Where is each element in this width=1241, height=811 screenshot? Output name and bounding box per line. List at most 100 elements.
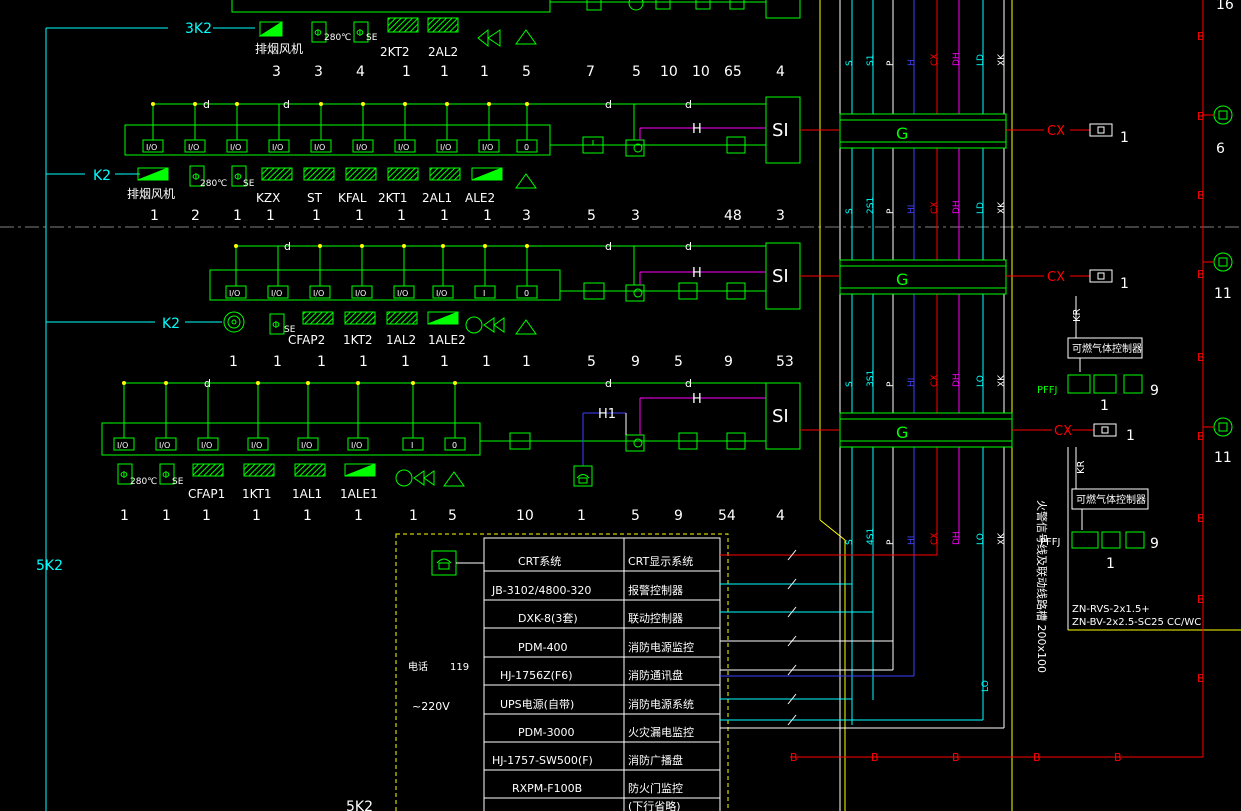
svg-text:DH: DH xyxy=(952,200,962,214)
svg-text:1: 1 xyxy=(1126,428,1135,444)
svg-text:S: S xyxy=(845,208,855,214)
svg-text:1: 1 xyxy=(522,354,531,370)
row3-dev-labels: CFAP2 1KT2 1AL2 1ALE2 xyxy=(288,333,466,347)
gas-ctrl-2: 可燃气体控制器 xyxy=(1076,493,1146,506)
svg-text:11: 11 xyxy=(1214,450,1232,466)
svg-text:消防电源监控: 消防电源监控 xyxy=(628,640,694,654)
svg-text:CRT系统: CRT系统 xyxy=(518,555,561,568)
svg-text:1: 1 xyxy=(1120,130,1129,146)
row4-temp: 280℃ xyxy=(130,477,157,487)
row1-temp: 280℃ xyxy=(324,33,351,43)
kr-2: KR xyxy=(1076,460,1087,474)
svg-text:I/O: I/O xyxy=(355,289,366,298)
svg-text:LD: LD xyxy=(976,202,986,214)
svg-text:Φ: Φ xyxy=(192,172,200,183)
svg-text:3: 3 xyxy=(776,208,785,224)
row2-dev-labels: KZX ST KFAL 2KT1 2AL1 ALE2 xyxy=(256,191,495,205)
svg-text:ST: ST xyxy=(307,191,323,205)
svg-text:1: 1 xyxy=(303,508,312,524)
row3-h: H xyxy=(692,266,702,281)
svg-text:P: P xyxy=(886,208,896,214)
svg-text:53: 53 xyxy=(776,354,794,370)
svg-text:B: B xyxy=(1197,189,1205,202)
svg-text:(下行省略): (下行省略) xyxy=(628,799,681,811)
svg-text:P: P xyxy=(886,60,896,66)
svg-text:I/O: I/O xyxy=(201,441,212,450)
svg-text:1: 1 xyxy=(317,354,326,370)
svg-text:I/O: I/O xyxy=(436,289,447,298)
row4-loop xyxy=(101,382,801,456)
svg-text:CFAP2: CFAP2 xyxy=(288,333,325,347)
svg-text:消防电源系统: 消防电源系统 xyxy=(628,697,694,711)
svg-text:I/O: I/O xyxy=(159,441,170,450)
svg-text:CFAP1: CFAP1 xyxy=(188,487,225,501)
panel-table-frame xyxy=(483,537,721,811)
svg-text:B: B xyxy=(1197,30,1205,43)
svg-text:6: 6 xyxy=(1216,141,1225,157)
svg-text:B: B xyxy=(1197,430,1205,443)
svg-text:d: d xyxy=(685,98,692,111)
svg-text:5: 5 xyxy=(674,354,683,370)
svg-text:2KT1: 2KT1 xyxy=(378,191,408,205)
svg-text:I/O: I/O xyxy=(482,143,493,152)
svg-text:I/O: I/O xyxy=(313,289,324,298)
svg-text:HJ-1757-SW500(F): HJ-1757-SW500(F) xyxy=(492,754,593,767)
row3-se: SE xyxy=(284,325,296,335)
row4-counts: 1 1 1 1 1 1 1 5 10 1 5 9 54 4 xyxy=(120,508,785,524)
svg-text:KFAL: KFAL xyxy=(338,191,367,205)
svg-text:4S1: 4S1 xyxy=(866,528,876,545)
svg-text:JB-3102/4800-320: JB-3102/4800-320 xyxy=(491,584,591,597)
label-5k2-bottom: 5K2 xyxy=(346,799,373,811)
svg-text:B: B xyxy=(1197,593,1205,606)
svg-text:1: 1 xyxy=(252,508,261,524)
svg-text:LD: LD xyxy=(976,54,986,66)
gas-controller-2 xyxy=(1067,447,1241,631)
gas-count-2: 9 xyxy=(1150,536,1159,552)
svg-text:DH: DH xyxy=(952,531,962,545)
svg-text:4: 4 xyxy=(776,508,785,524)
svg-text:10: 10 xyxy=(692,64,710,80)
svg-text:I/O: I/O xyxy=(229,289,240,298)
svg-text:1: 1 xyxy=(312,208,321,224)
g-label-1: G xyxy=(896,124,908,143)
svg-text:d: d xyxy=(605,377,612,390)
row3-sl: SI xyxy=(772,266,789,287)
svg-text:1: 1 xyxy=(482,354,491,370)
svg-text:I/O: I/O xyxy=(351,441,362,450)
svg-text:1: 1 xyxy=(150,208,159,224)
svg-text:1: 1 xyxy=(120,508,129,524)
g-boxes xyxy=(839,113,1013,448)
cx-devices xyxy=(1089,123,1117,437)
svg-text:P: P xyxy=(886,539,896,545)
svg-text:d: d xyxy=(605,98,612,111)
svg-text:KZX: KZX xyxy=(256,191,280,205)
svg-text:I/O: I/O xyxy=(271,289,282,298)
svg-text:HI: HI xyxy=(907,378,917,387)
label-k2-row3: K2 xyxy=(162,316,180,332)
svg-text:CX: CX xyxy=(930,375,940,387)
row4-devices: Φ Φ xyxy=(117,463,593,487)
bus-wires xyxy=(851,0,1005,725)
svg-text:1: 1 xyxy=(355,208,364,224)
svg-text:XK: XK xyxy=(997,374,1007,387)
svg-text:1: 1 xyxy=(402,64,411,80)
row2-sl: SI xyxy=(772,120,789,141)
svg-text:1ALE2: 1ALE2 xyxy=(428,333,466,347)
svg-text:S1: S1 xyxy=(866,55,876,66)
voltage-label: ~220V xyxy=(412,700,450,713)
svg-text:4: 4 xyxy=(776,64,785,80)
speaker-icons xyxy=(1213,105,1233,437)
phone-icon xyxy=(431,550,457,576)
svg-text:I/O: I/O xyxy=(188,143,199,152)
row4-h1: H1 xyxy=(598,407,616,422)
svg-text:DH: DH xyxy=(952,52,962,66)
cable-spec-1: ZN-RVS-2x1.5+ xyxy=(1072,604,1150,615)
svg-text:DXK-8(3套): DXK-8(3套) xyxy=(518,612,578,625)
svg-text:1ALE1: 1ALE1 xyxy=(340,487,378,501)
svg-text:LO: LO xyxy=(976,375,986,387)
cx-1: CX xyxy=(1047,124,1065,139)
